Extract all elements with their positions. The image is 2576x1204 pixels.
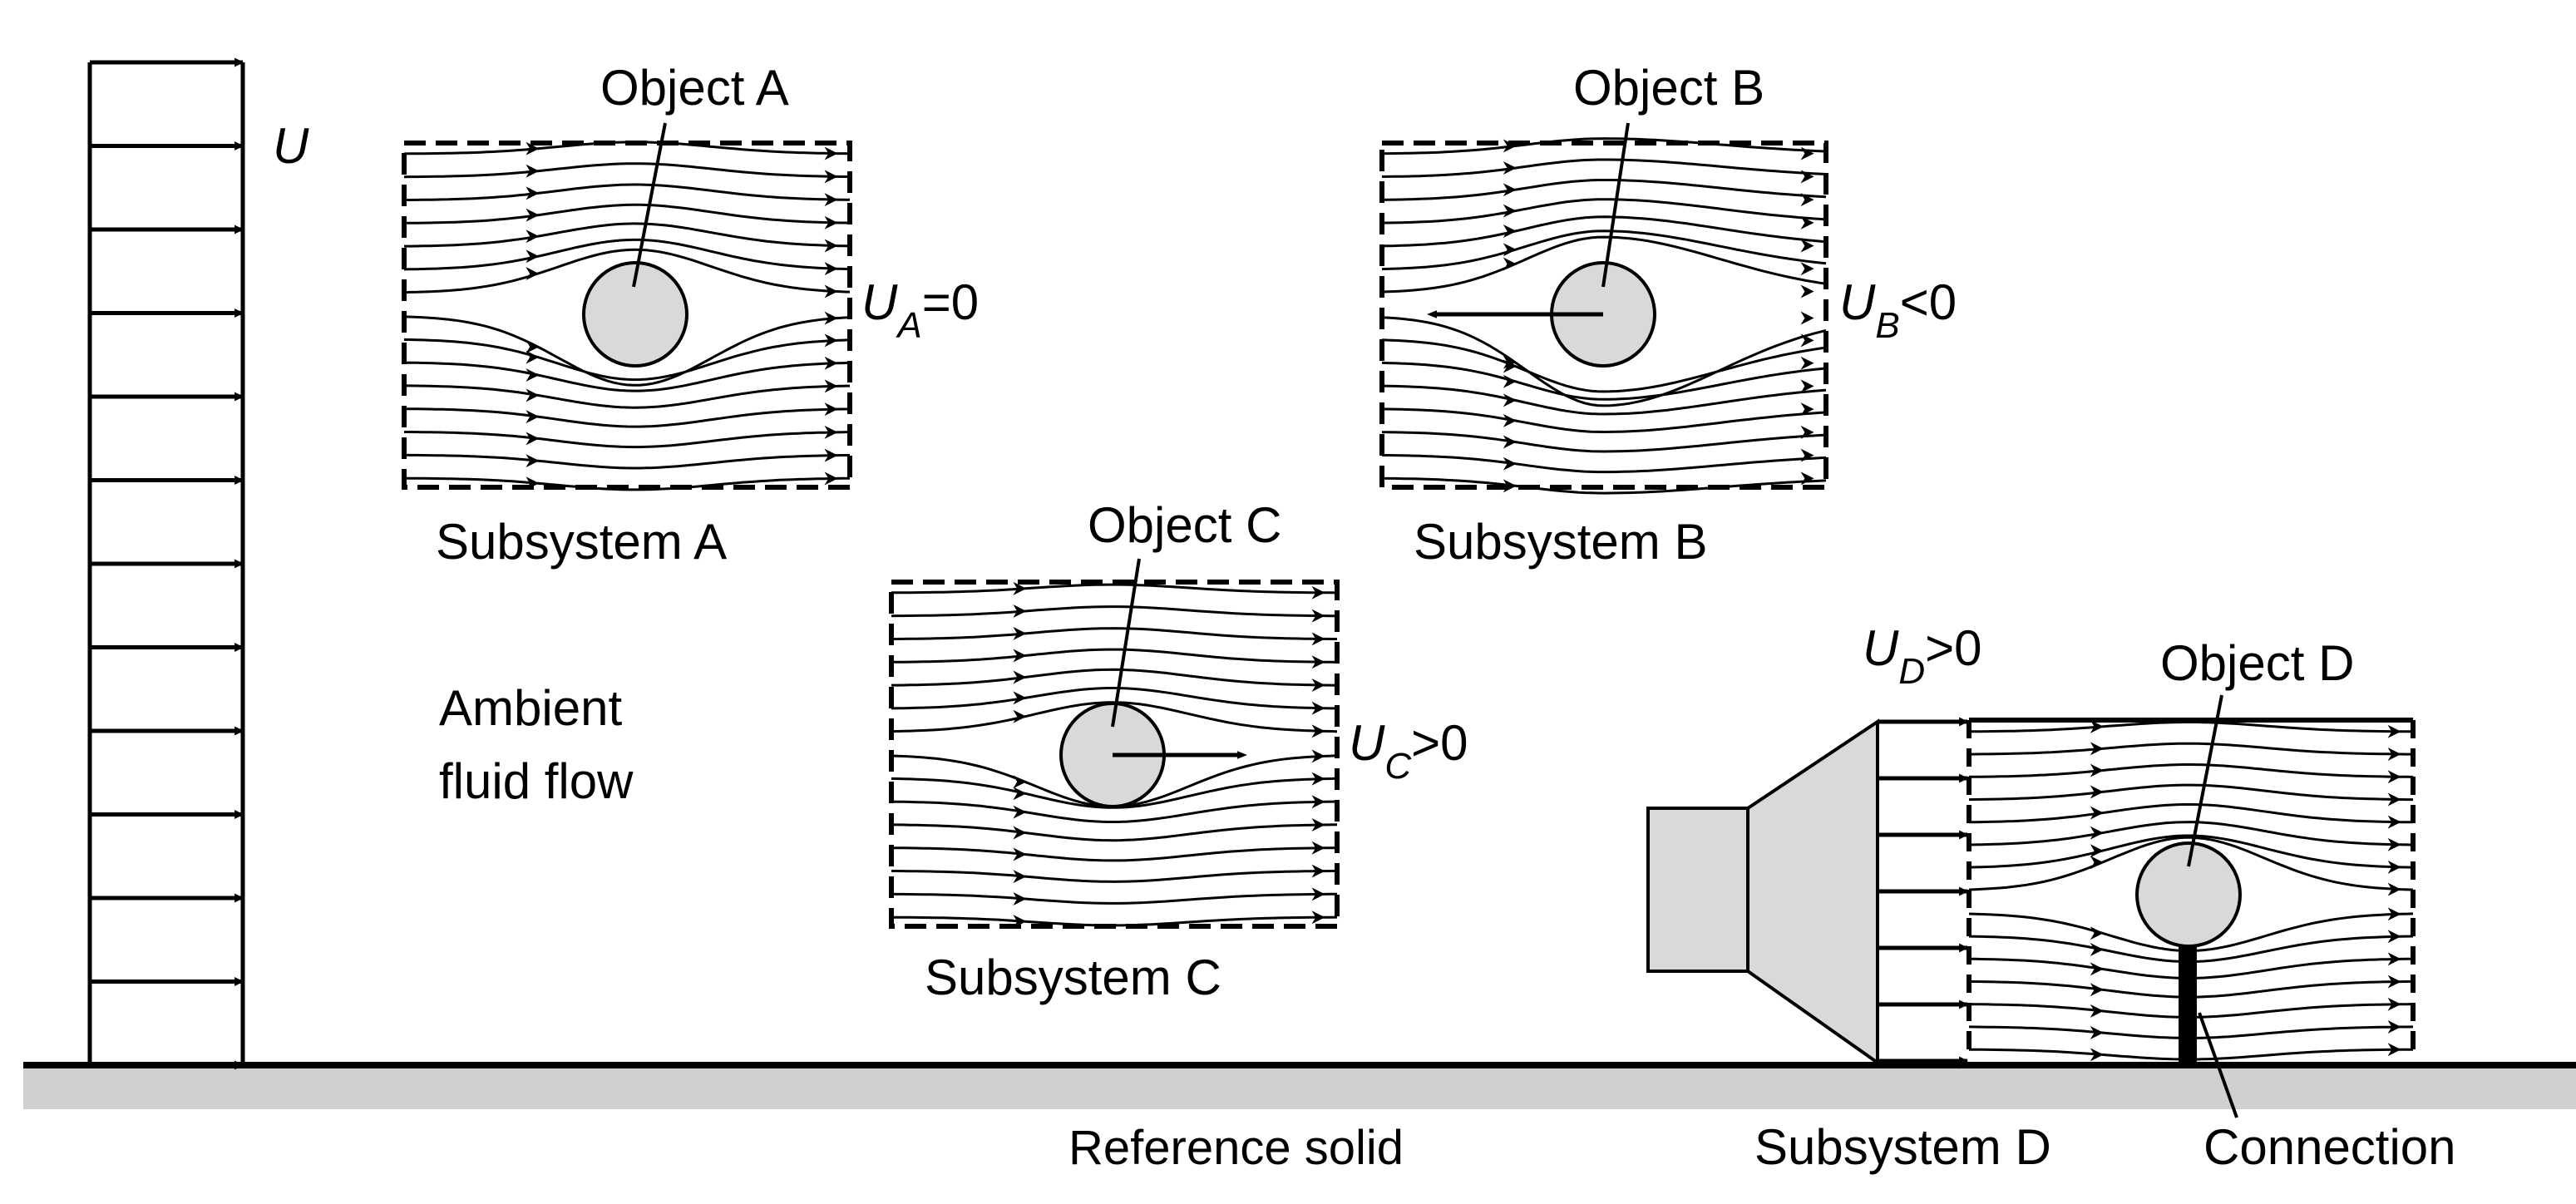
streamline <box>403 248 851 294</box>
ambient-velocity-symbol: U <box>273 118 309 174</box>
object-d <box>2135 841 2242 948</box>
streamline <box>404 222 851 248</box>
streamline <box>891 870 1337 883</box>
subsystem-c-label: Subsystem C <box>925 950 1221 1005</box>
streamline <box>1968 834 2414 869</box>
subsystem-b-boundary <box>1379 141 1828 490</box>
streamline <box>1381 215 1827 248</box>
streamline <box>1382 431 1827 453</box>
subsystem-c: Object C Subsystem C UC>0 <box>889 497 1468 1005</box>
tunnel-inflow-arrows <box>1878 717 1969 1069</box>
streamline <box>1969 763 2414 778</box>
streamline <box>1381 338 1827 393</box>
streamline <box>1381 384 1827 416</box>
velocity-subscript: C <box>1384 746 1412 787</box>
fan-motor <box>1646 807 1749 973</box>
streamline <box>404 407 851 428</box>
velocity-relation: <0 <box>1900 274 1957 330</box>
streamline <box>1968 803 2413 824</box>
streamline <box>1381 137 1827 155</box>
subsystem-b-label: Subsystem B <box>1414 514 1707 570</box>
streamline <box>1381 316 1827 407</box>
velocity-subscript: A <box>895 305 921 346</box>
subsystem-a-velocity: UA=0 <box>861 274 979 346</box>
object-d-label: Object D <box>2160 635 2354 691</box>
velocity-symbol: U <box>1863 620 1899 676</box>
streamline <box>1382 454 1827 474</box>
streamline <box>891 687 1337 710</box>
velocity-symbol: U <box>1839 274 1876 330</box>
object-a-leader <box>632 122 667 288</box>
streamline <box>404 431 851 449</box>
streamline <box>891 823 1338 842</box>
object-a <box>582 261 688 368</box>
ambient-flow-label-line1: Ambient <box>439 680 622 736</box>
object-a-label: Object A <box>600 60 789 116</box>
ambient-velocity-profile <box>87 57 245 1070</box>
subsystem-b: Object B Subsystem B UB<0 <box>1379 60 1957 570</box>
streamline <box>1381 198 1827 225</box>
reference-solid-label: Reference solid <box>1068 1121 1404 1175</box>
streamline <box>1969 721 2413 733</box>
streamline <box>1381 158 1827 178</box>
streamline <box>404 183 851 201</box>
streamline <box>891 648 1338 664</box>
object-d-leader <box>2187 694 2223 867</box>
streamline <box>1968 821 2414 846</box>
streamline <box>403 162 850 179</box>
subsystem-c-boundary <box>889 580 1340 929</box>
fan-nozzle <box>1746 718 1879 1066</box>
object-c-leader <box>1111 558 1141 728</box>
streamline <box>404 203 851 225</box>
streamline <box>1968 783 2413 802</box>
subsystem-c-velocity: UC>0 <box>1349 715 1468 787</box>
connection-label: Connection <box>2203 1119 2456 1175</box>
streamline <box>891 846 1338 862</box>
subsystem-a-boundary <box>402 141 852 490</box>
streamline <box>1381 179 1827 201</box>
subsystem-a-label: Subsystem A <box>436 514 727 570</box>
streamline <box>403 361 851 392</box>
streamline <box>404 384 851 409</box>
object-c-label: Object C <box>1088 497 1281 553</box>
streamline <box>891 800 1337 823</box>
streamline <box>1381 407 1827 434</box>
streamline <box>403 238 851 271</box>
subsystem-d-label: Subsystem D <box>1754 1119 2051 1175</box>
streamline <box>891 627 1337 640</box>
streamline <box>1968 742 2413 756</box>
velocity-subscript: B <box>1875 305 1899 346</box>
velocity-subscript: D <box>1898 651 1925 692</box>
velocity-symbol: U <box>861 274 898 330</box>
streamline <box>891 605 1337 618</box>
object-b-label: Object B <box>1573 60 1764 116</box>
streamline <box>891 668 1338 687</box>
connection-leader <box>2198 1012 2238 1118</box>
streamline <box>403 315 851 387</box>
streamline <box>403 338 851 382</box>
streamline <box>1381 361 1827 401</box>
streamline <box>1968 836 2414 891</box>
ambient-flow-label-line2: fluid flow <box>439 753 634 809</box>
reference-solid: Reference solid <box>23 1062 2576 1175</box>
velocity-symbol: U <box>1349 715 1385 771</box>
streamlines-b <box>1381 137 1827 495</box>
object-b-leader <box>1601 122 1630 288</box>
velocity-relation: =0 <box>922 274 979 330</box>
velocity-relation: >0 <box>1925 620 1981 676</box>
subsystem-d: Object D Connection Subsystem D UD>0 <box>1646 620 2456 1175</box>
subsystem-b-velocity: UB<0 <box>1839 274 1957 346</box>
connection-support <box>2179 946 2197 1066</box>
subsystem-a: Object A Subsystem A UA=0 <box>402 60 979 570</box>
streamline <box>891 583 1338 595</box>
ground-band <box>23 1066 2576 1109</box>
streamline <box>1381 235 1827 294</box>
velocity-relation: >0 <box>1411 715 1468 771</box>
streamline <box>1381 229 1827 271</box>
subsystem-d-velocity: UD>0 <box>1863 620 1982 692</box>
streamline <box>891 892 1337 905</box>
streamline <box>403 453 850 470</box>
